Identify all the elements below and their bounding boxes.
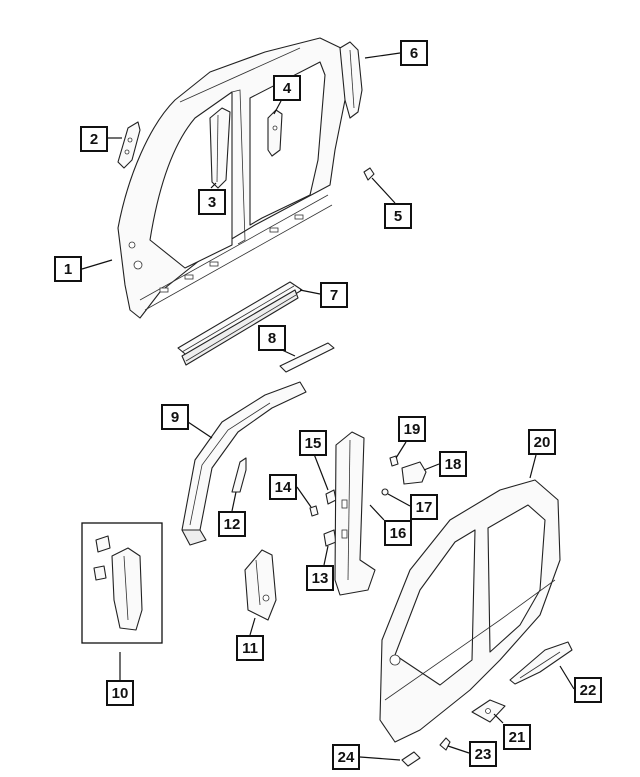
part-22-quarter-extension bbox=[509, 641, 573, 685]
part-9-hinge-reinforcement bbox=[181, 381, 307, 546]
part-12-bracket bbox=[231, 457, 247, 493]
part-1-inner-body-side-panel bbox=[117, 37, 353, 319]
callout-10[interactable]: 10 bbox=[106, 680, 134, 706]
part-5-clip bbox=[363, 167, 375, 181]
callout-1[interactable]: 1 bbox=[54, 256, 82, 282]
callout-17[interactable]: 17 bbox=[410, 494, 438, 520]
callout-24[interactable]: 24 bbox=[332, 744, 360, 770]
callout-9[interactable]: 9 bbox=[161, 404, 189, 430]
part-16-center-pillar bbox=[334, 431, 376, 596]
part-3-pillar-reinforcement bbox=[209, 107, 231, 189]
callout-18[interactable]: 18 bbox=[439, 451, 467, 477]
callout-20[interactable]: 20 bbox=[528, 429, 556, 455]
callout-15[interactable]: 15 bbox=[299, 430, 327, 456]
callout-13[interactable]: 13 bbox=[306, 565, 334, 591]
callout-6[interactable]: 6 bbox=[400, 40, 428, 66]
part-7-rocker-reinforcement bbox=[177, 281, 303, 366]
callout-11[interactable]: 11 bbox=[236, 635, 264, 661]
part-23-clip bbox=[439, 737, 451, 751]
callout-12[interactable]: 12 bbox=[218, 511, 246, 537]
callout-14[interactable]: 14 bbox=[269, 474, 297, 500]
callout-2[interactable]: 2 bbox=[80, 126, 108, 152]
callout-3[interactable]: 3 bbox=[198, 189, 226, 215]
callout-4[interactable]: 4 bbox=[273, 75, 301, 101]
part-15-plate bbox=[325, 489, 337, 505]
part-2-bracket bbox=[117, 121, 141, 169]
callout-16[interactable]: 16 bbox=[384, 520, 412, 546]
part-14-clip bbox=[309, 505, 319, 517]
part-17-clip bbox=[381, 488, 389, 496]
part-6-rear-pillar-bracket bbox=[339, 41, 363, 119]
callout-8[interactable]: 8 bbox=[258, 325, 286, 351]
part-4-pillar-bracket bbox=[267, 109, 283, 157]
part-10-inset bbox=[81, 522, 163, 644]
part-20-outer-body-side bbox=[379, 479, 561, 743]
part-21-bracket bbox=[471, 699, 506, 723]
part-24-bracket bbox=[401, 751, 421, 767]
callout-23[interactable]: 23 bbox=[469, 741, 497, 767]
part-8-reinforcement-plate bbox=[279, 342, 335, 373]
part-13-plate bbox=[323, 529, 337, 547]
callout-7[interactable]: 7 bbox=[320, 282, 348, 308]
callout-21[interactable]: 21 bbox=[503, 724, 531, 750]
part-11-pillar-extension bbox=[244, 549, 277, 621]
callout-22[interactable]: 22 bbox=[574, 677, 602, 703]
part-19-clip bbox=[389, 455, 399, 467]
part-18-bracket bbox=[401, 461, 427, 485]
callout-19[interactable]: 19 bbox=[398, 416, 426, 442]
callout-5[interactable]: 5 bbox=[384, 203, 412, 229]
leader-lines bbox=[81, 52, 575, 761]
